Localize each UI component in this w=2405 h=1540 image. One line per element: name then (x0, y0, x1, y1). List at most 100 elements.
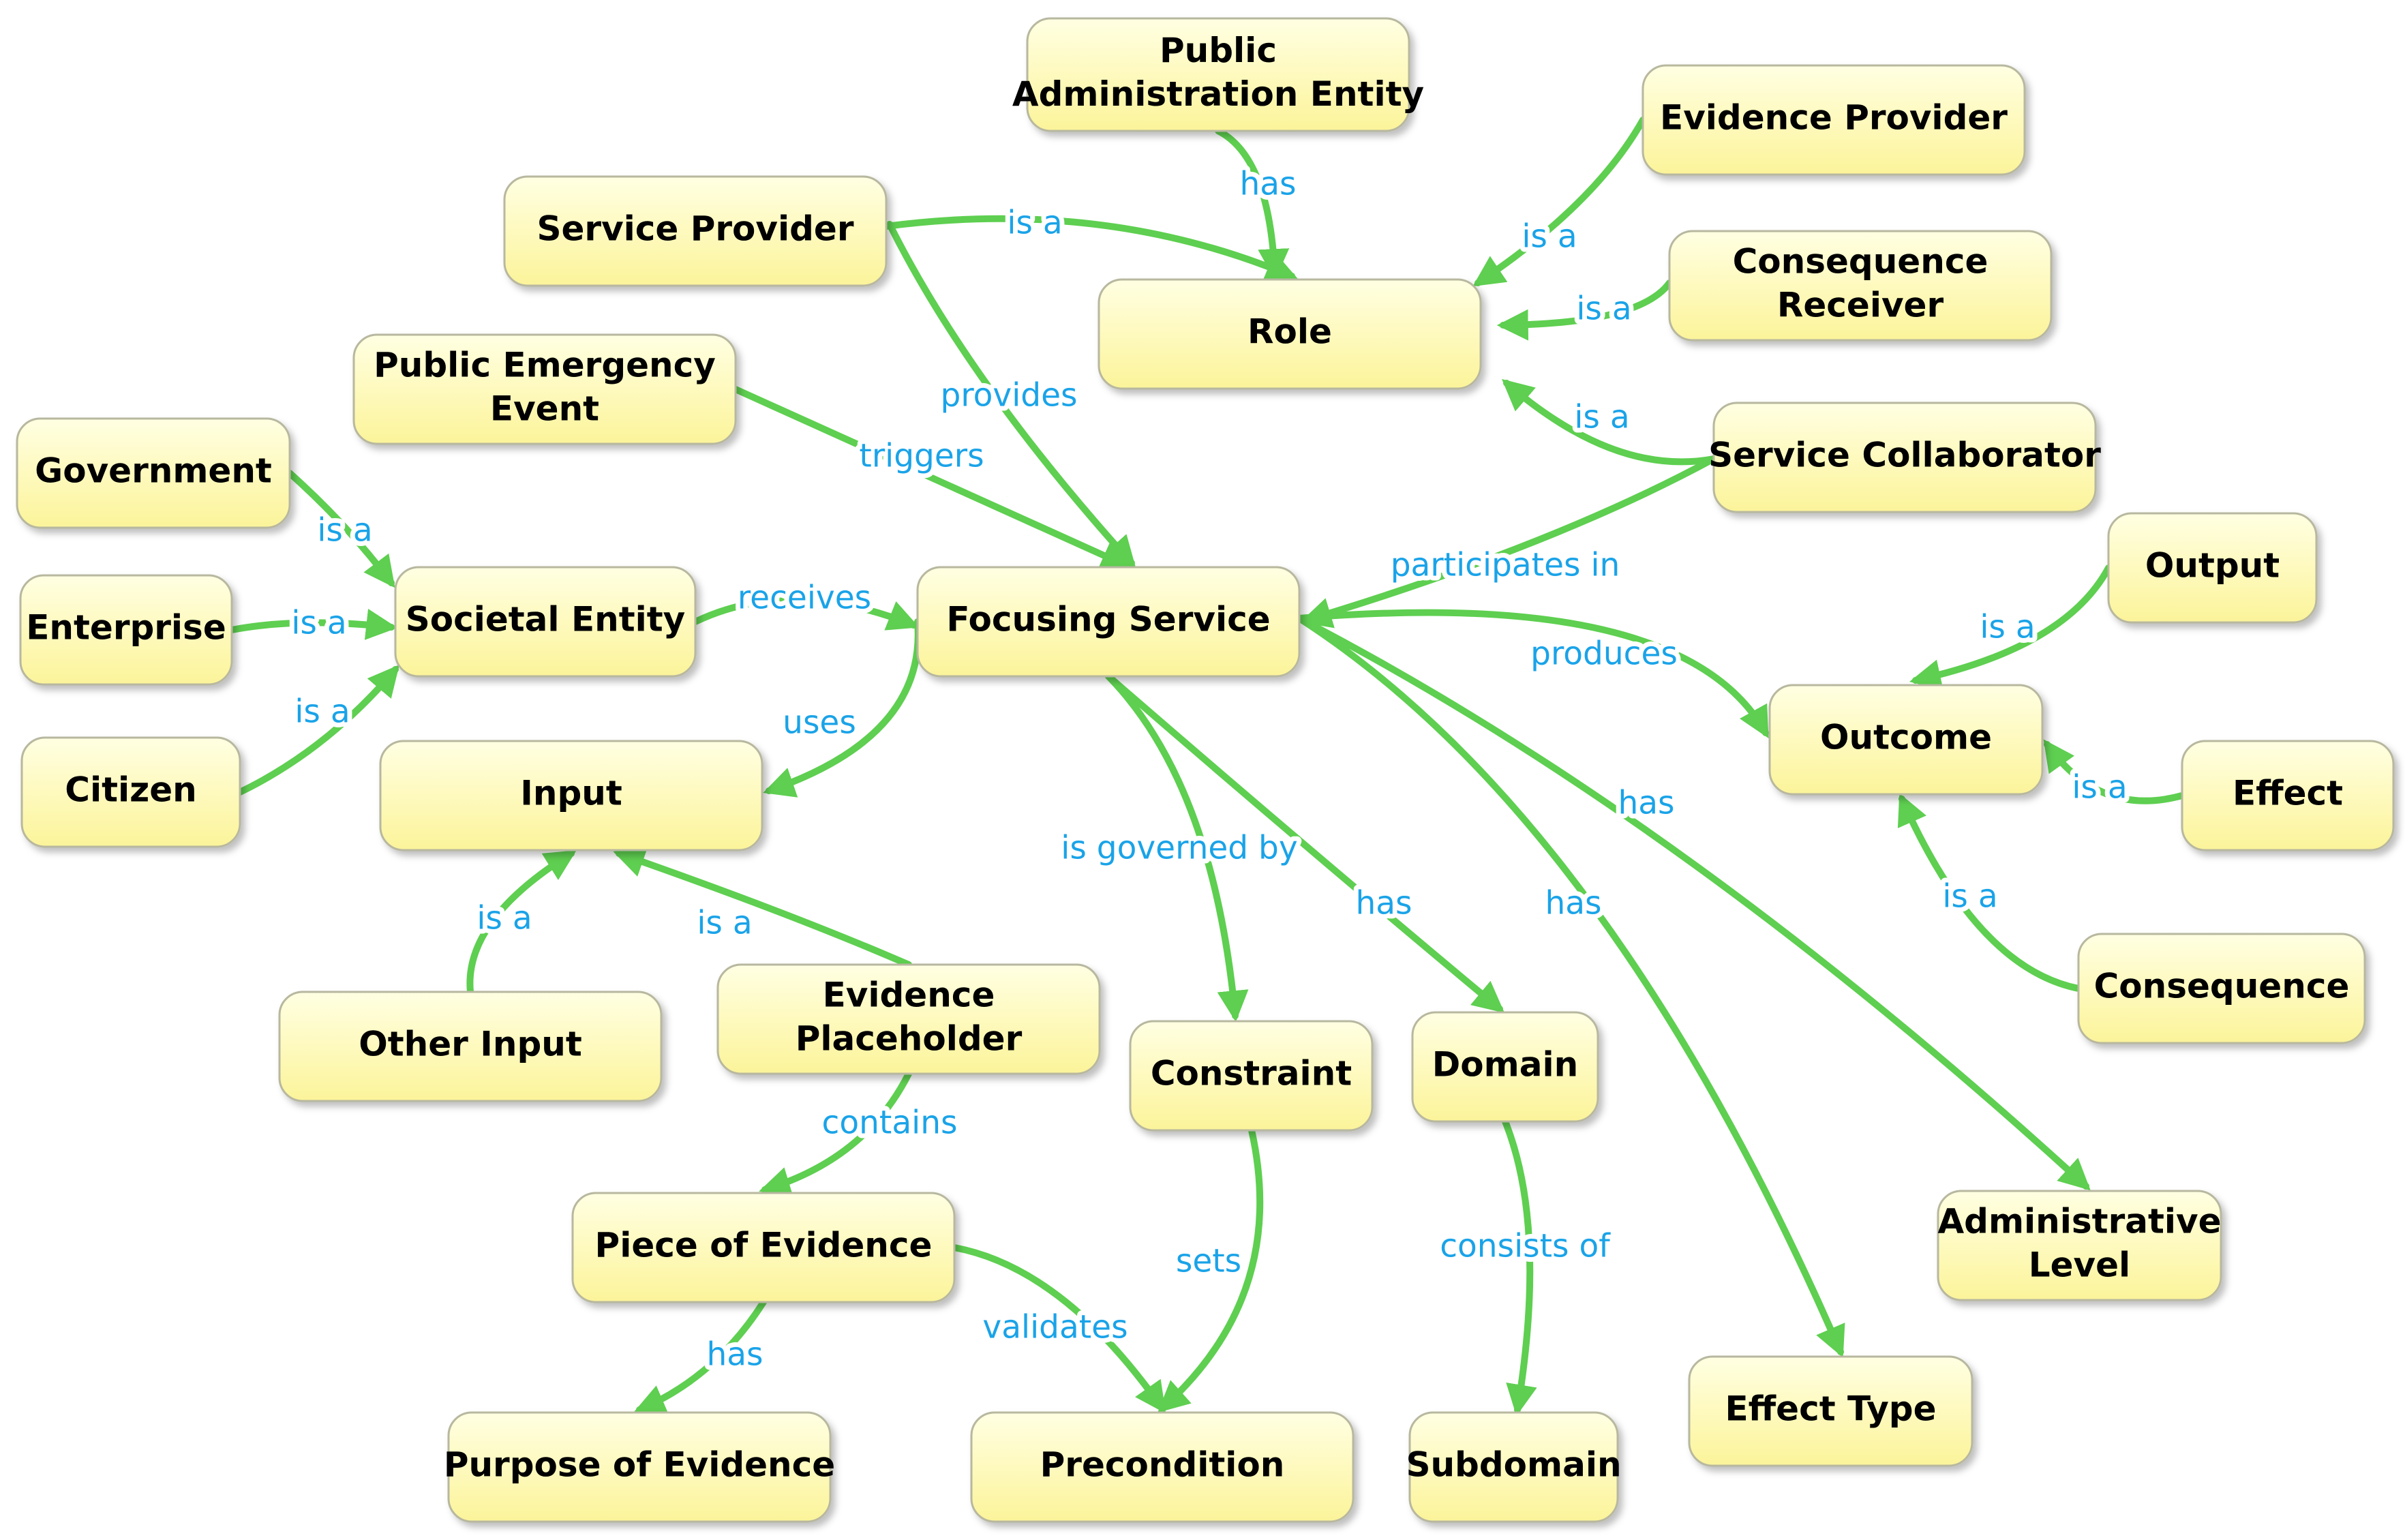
edge-pae-role: has (1215, 127, 1301, 281)
edge-label: is a (317, 512, 372, 549)
node-box[interactable] (379, 740, 763, 851)
node-label: Subdomain (1406, 1445, 1621, 1485)
node-label: Domain (1432, 1045, 1578, 1085)
node-box[interactable] (19, 574, 233, 686)
edge-fs-cnst: is governed by (1056, 673, 1303, 1023)
node-label: Placeholder (796, 1019, 1023, 1059)
node-se[interactable]: Societal Entity (394, 566, 697, 678)
node-role[interactable]: Role (1098, 278, 1482, 390)
edge-label: is a (697, 905, 752, 942)
node-box[interactable] (2181, 740, 2395, 851)
node-box[interactable] (1768, 684, 2044, 796)
node-box[interactable] (1129, 1020, 1374, 1132)
node-box[interactable] (1408, 1411, 1619, 1523)
edge-eph-inp: is a (613, 847, 912, 968)
edge-line (286, 470, 395, 588)
edge-label: is a (1574, 399, 1629, 436)
edge-eff-outc: is a (2043, 739, 2185, 811)
node-box[interactable] (1668, 230, 2053, 342)
node-box[interactable] (1688, 1355, 1973, 1467)
edge-label: is a (1576, 290, 1631, 328)
node-pre[interactable]: Precondition (970, 1411, 1355, 1523)
edge-label: produces (1530, 635, 1678, 673)
edge-sc-fs: participates in (1300, 455, 1717, 629)
node-box[interactable] (352, 333, 737, 445)
node-sub[interactable]: Subdomain (1406, 1411, 1622, 1523)
node-box[interactable] (20, 736, 241, 848)
node-box[interactable] (1937, 1190, 2222, 1301)
node-poe[interactable]: Piece of Evidence (571, 1192, 956, 1303)
node-cnst[interactable]: Constraint (1129, 1020, 1374, 1132)
node-sp[interactable]: Service Provider (503, 175, 888, 287)
node-gov[interactable]: Government (16, 417, 291, 529)
node-oi[interactable]: Other Input (278, 991, 663, 1102)
node-ent[interactable]: Enterprise (19, 574, 233, 686)
edge-label: receives (738, 579, 871, 617)
node-box[interactable] (1411, 1011, 1599, 1123)
edge-sp-role: is a (883, 200, 1298, 282)
node-cons[interactable]: Consequence (2077, 933, 2366, 1044)
node-pur[interactable]: Purpose of Evidence (444, 1411, 835, 1523)
node-box[interactable] (503, 175, 888, 287)
node-inp[interactable]: Input (379, 740, 763, 851)
edge-label: is a (294, 693, 350, 731)
edge-poe-pur: has (633, 1299, 768, 1415)
node-eff[interactable]: Effect (2181, 740, 2395, 851)
node-outc[interactable]: Outcome (1768, 684, 2044, 796)
node-box[interactable] (1712, 402, 2097, 513)
node-box[interactable] (16, 417, 291, 529)
edge-label: is a (1522, 218, 1577, 256)
node-box[interactable] (278, 991, 663, 1102)
edge-label: is a (1007, 205, 1062, 242)
node-label: Public Emergency (374, 346, 716, 385)
node-box[interactable] (2107, 512, 2318, 624)
edge-label: has (706, 1336, 763, 1374)
node-box[interactable] (2077, 933, 2366, 1044)
node-box[interactable] (970, 1411, 1355, 1523)
node-box[interactable] (916, 566, 1301, 678)
node-label: Role (1247, 312, 1332, 352)
node-sc[interactable]: Service Collaborator (1708, 402, 2101, 513)
edge-label: uses (783, 704, 856, 742)
edge-line (1215, 127, 1290, 281)
node-box[interactable] (1098, 278, 1482, 390)
node-box[interactable] (1642, 64, 2026, 176)
edge-line (466, 850, 577, 995)
node-label: Government (35, 451, 272, 491)
node-label: Other Input (359, 1025, 581, 1064)
node-box[interactable] (1026, 17, 1410, 132)
node-label: Effect Type (1725, 1389, 1937, 1429)
node-cit[interactable]: Citizen (20, 736, 241, 848)
edge-pee-fs: triggers (732, 386, 1133, 570)
node-label: Citizen (65, 770, 196, 810)
node-box[interactable] (394, 566, 697, 678)
node-box[interactable] (716, 963, 1101, 1075)
edge-dom-sub: consists of (1435, 1118, 1616, 1417)
edge-gov-se: is a (286, 470, 395, 588)
edge-label: contains (822, 1104, 958, 1142)
edge-se-fs: receives (692, 575, 920, 631)
edge-line (951, 1244, 1166, 1414)
node-box[interactable] (447, 1411, 832, 1523)
edge-label: validates (982, 1309, 1128, 1346)
node-evp[interactable]: Evidence Provider (1642, 64, 2026, 176)
node-label: Focusing Service (946, 600, 1270, 639)
edge-sp-fs: provides (886, 221, 1136, 568)
edge-evp-role: is a (1472, 117, 1646, 287)
node-out[interactable]: Output (2107, 512, 2318, 624)
node-box[interactable] (571, 1192, 956, 1303)
node-label: Administrative (1937, 1202, 2221, 1241)
node-et[interactable]: Effect Type (1688, 1355, 1973, 1467)
edge-fs-outc: produces (1296, 609, 1769, 739)
node-dom[interactable]: Domain (1411, 1011, 1599, 1123)
edge-label: has (1355, 885, 1412, 922)
node-fs[interactable]: Focusing Service (916, 566, 1301, 678)
edge-line (1296, 609, 1769, 739)
edge-label: triggers (859, 438, 984, 475)
